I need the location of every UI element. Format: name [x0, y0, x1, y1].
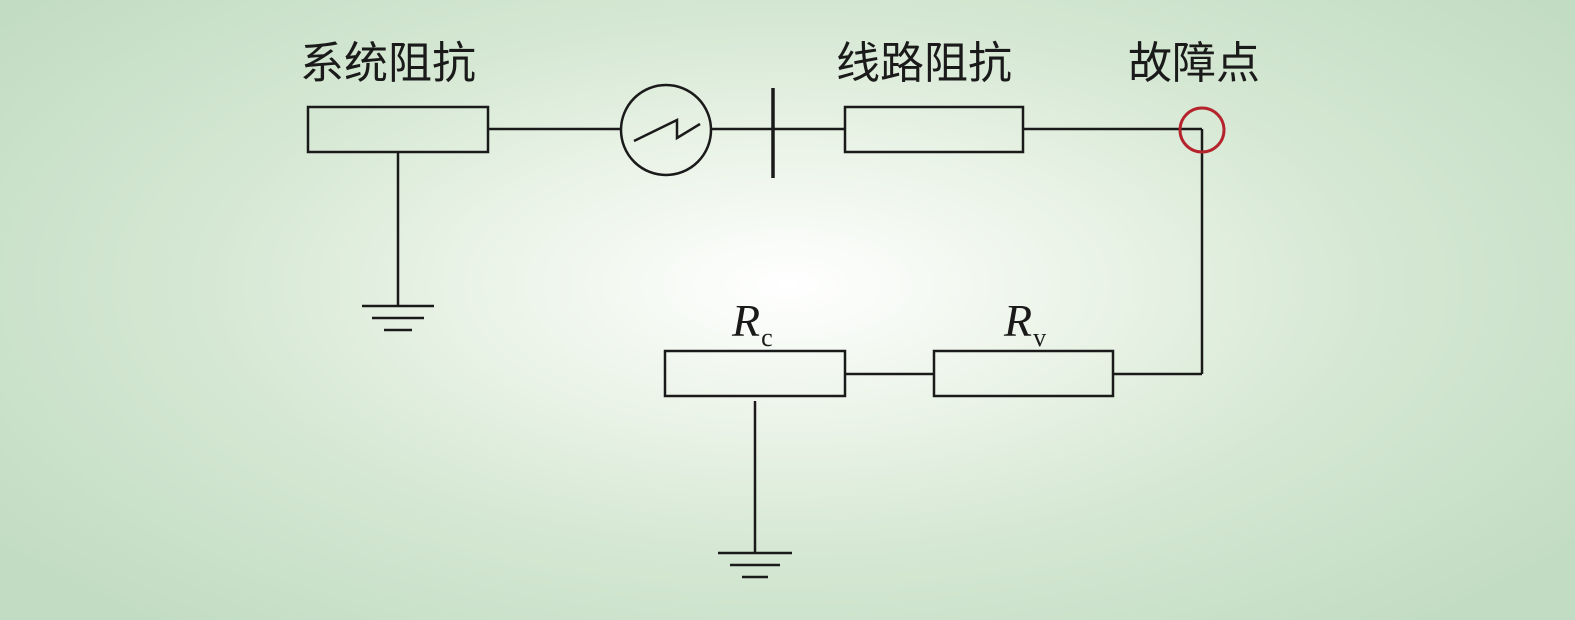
fault-point-marker: [1178, 106, 1226, 154]
system-ground-icon: [362, 304, 434, 332]
rv-label-sub: v: [1033, 323, 1047, 352]
ac-source-icon: [619, 83, 713, 177]
system-impedance-box: [306, 105, 490, 154]
rc-ground-icon: [718, 551, 792, 579]
rv-label-main: R: [1004, 295, 1033, 346]
fault-point-label: 故障点: [1128, 38, 1260, 89]
system-impedance-label: 系统阻抗: [300, 38, 476, 89]
rc-label: Rc: [732, 295, 773, 351]
rc-label-sub: c: [761, 323, 773, 352]
rc-label-main: R: [732, 295, 761, 346]
line-impedance-box: [843, 105, 1025, 154]
rc-box: [663, 349, 847, 398]
line-impedance-label: 线路阻抗: [836, 38, 1012, 89]
rv-box: [932, 349, 1115, 398]
rv-label: Rv: [1004, 295, 1046, 351]
